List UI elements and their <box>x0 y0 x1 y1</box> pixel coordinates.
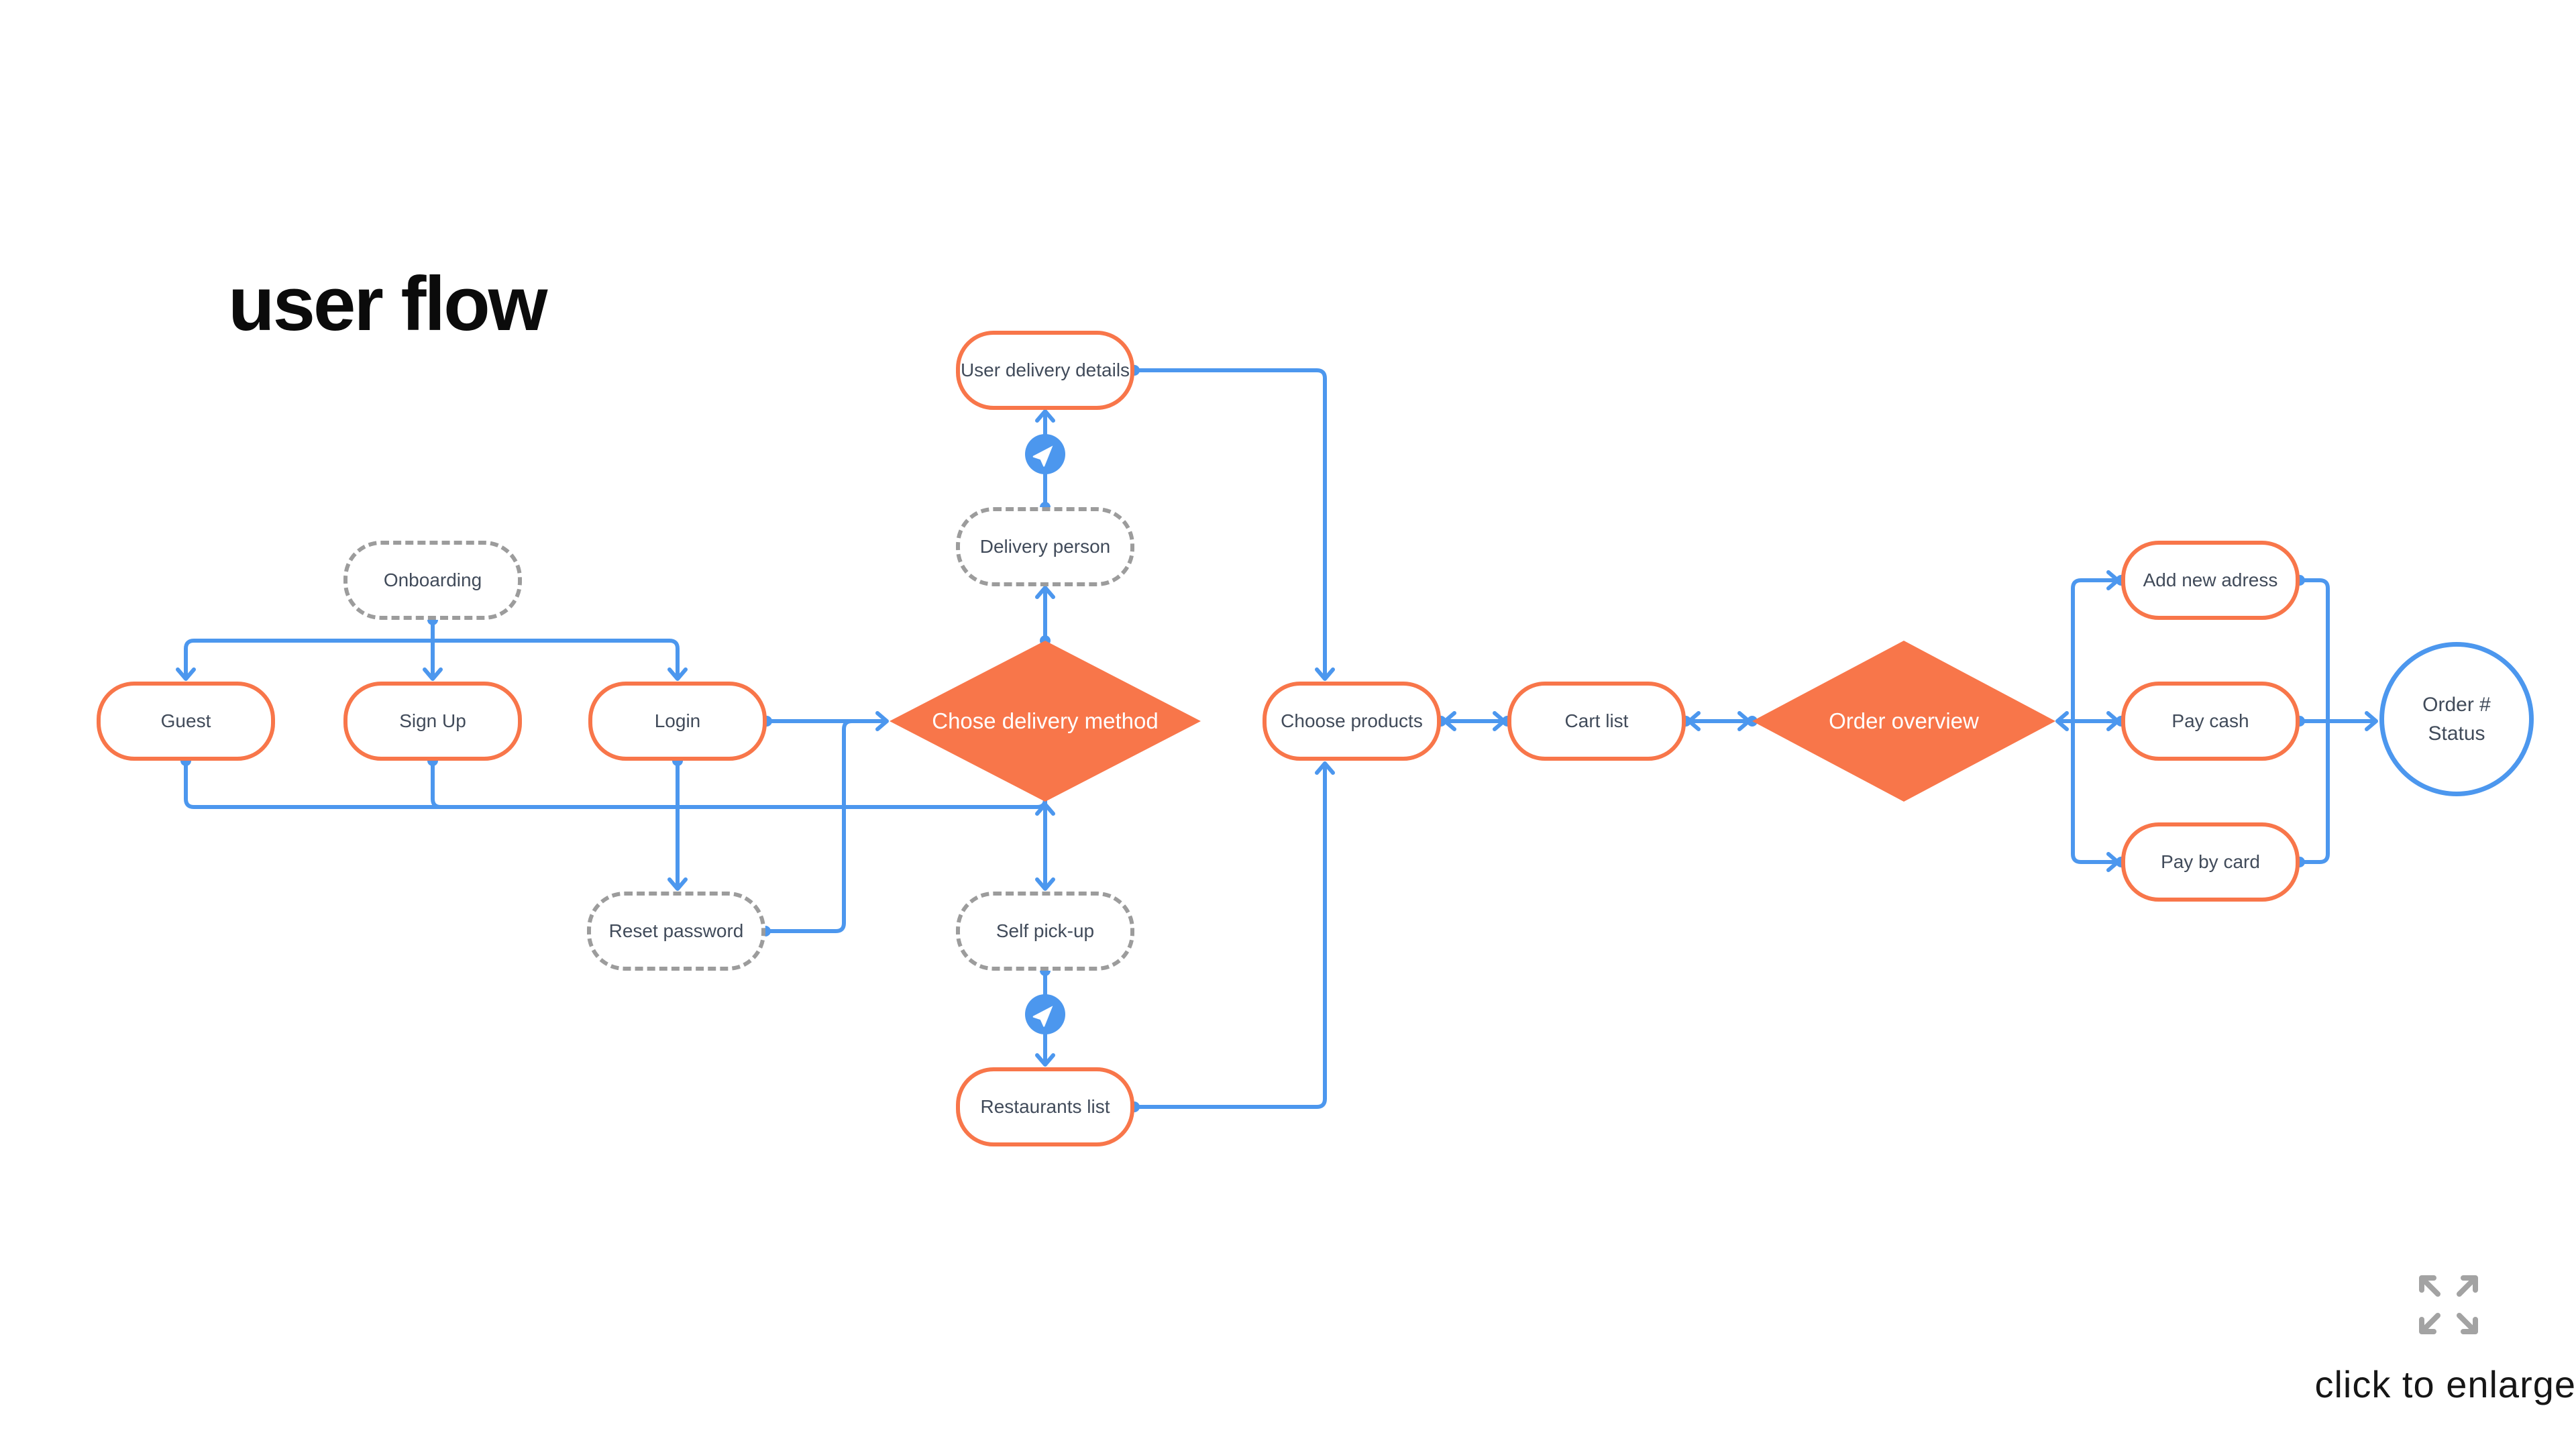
node-pay-cash: Pay cash <box>2121 682 2300 761</box>
node-label: Guest <box>160 710 211 731</box>
node-label: Onboarding <box>383 570 482 590</box>
node-label: Sign Up <box>399 710 466 731</box>
node-label: Self pick-up <box>996 920 1095 941</box>
node-label: Reset password <box>608 920 744 941</box>
node-label: Login <box>654 710 701 731</box>
page-title: user flow <box>228 262 547 347</box>
navigation-icon <box>1025 994 1065 1034</box>
node-label: User delivery details <box>960 360 1130 380</box>
node-label: Add new adress <box>2143 570 2278 590</box>
node-user-delivery-details: User delivery details <box>956 331 1134 410</box>
node-label: Pay by card <box>2161 851 2260 872</box>
node-choose-products: Choose products <box>1263 682 1441 761</box>
node-login: Login <box>588 682 767 761</box>
node-label: Cart list <box>1564 710 1629 731</box>
node-add-new-adress: Add new adress <box>2121 541 2300 620</box>
enlarge-button[interactable]: click to enlarge <box>2267 1271 2576 1406</box>
node-guest: Guest <box>97 682 275 761</box>
node-onboarding: Onboarding <box>343 541 522 620</box>
node-reset-password: Reset password <box>587 892 765 971</box>
node-self-pickup: Self pick-up <box>956 892 1134 971</box>
node-label: Order overview <box>1829 708 1979 733</box>
node-label: Status <box>2428 722 2485 745</box>
node-delivery-person: Delivery person <box>956 507 1134 586</box>
node-label: Order # <box>2422 693 2491 716</box>
node-label: Pay cash <box>2171 710 2249 731</box>
node-label: Choose products <box>1281 710 1423 731</box>
enlarge-label: click to enlarge <box>2314 1363 2576 1405</box>
node-sign-up: Sign Up <box>343 682 522 761</box>
node-restaurants-list: Restaurants list <box>956 1067 1134 1146</box>
node-order-status: Order # Status <box>2379 642 2534 796</box>
node-pay-by-card: Pay by card <box>2121 822 2300 902</box>
node-label: Delivery person <box>979 536 1111 557</box>
navigation-icon <box>1025 434 1065 474</box>
expand-arrows-icon <box>2419 1275 2478 1334</box>
node-label: Restaurants list <box>980 1096 1110 1117</box>
node-label: Chose delivery method <box>932 708 1159 733</box>
node-cart-list: Cart list <box>1507 682 1686 761</box>
